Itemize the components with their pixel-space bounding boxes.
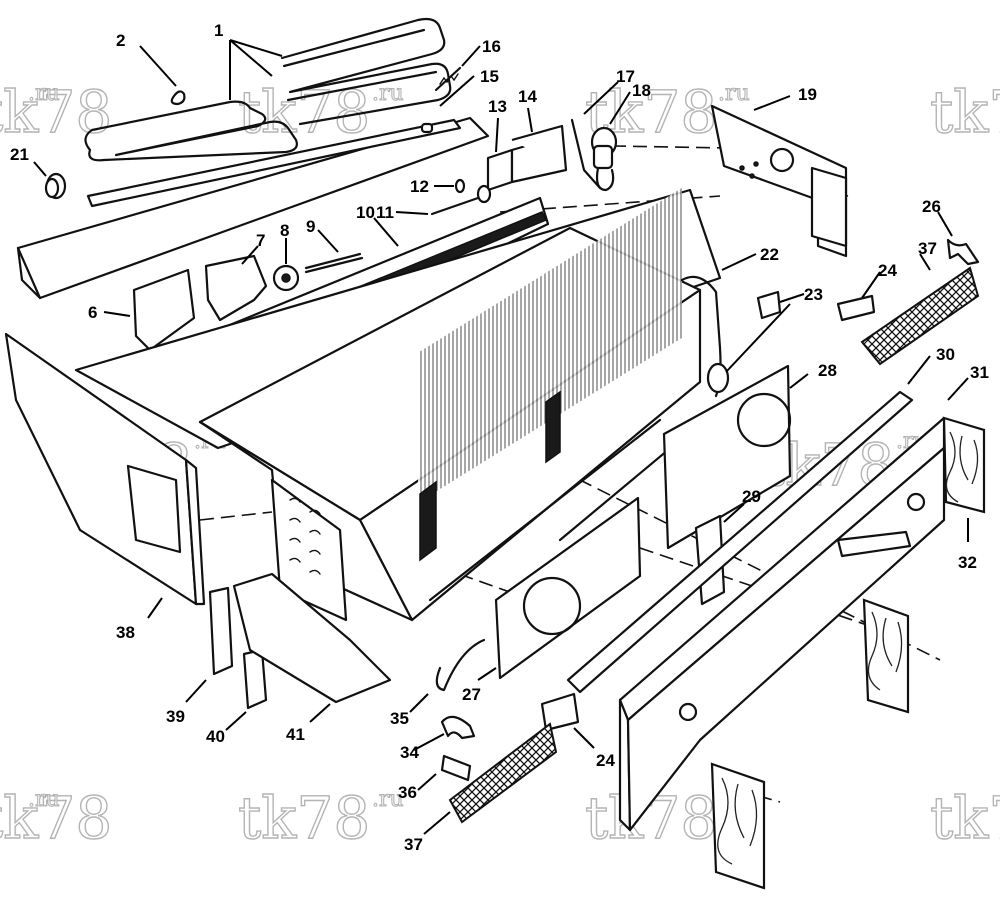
callout-6: 6 [88, 303, 97, 322]
callout-labels: 1 2 6 7 8 9 10 11 12 13 14 15 16 17 18 1… [10, 21, 989, 854]
drain-tube [435, 638, 486, 692]
wood-block-bottom [710, 762, 766, 890]
callout-24-upper: 24 [878, 261, 897, 280]
base-pan [232, 572, 392, 704]
callout-19: 19 [798, 85, 817, 104]
watermark: tk78 [929, 783, 1000, 852]
callout-12: 12 [410, 177, 429, 196]
callout-40: 40 [206, 727, 225, 746]
callout-15: 15 [480, 67, 499, 86]
svg-text:.ru: .ru [372, 81, 404, 106]
callout-28: 28 [818, 361, 837, 380]
small-bracket-23 [756, 290, 782, 320]
rod-and-washer [430, 178, 492, 216]
svg-text:.ru: .ru [28, 81, 60, 106]
callout-7: 7 [256, 231, 265, 250]
front-rail [16, 116, 490, 300]
svg-text:.ru: .ru [28, 787, 60, 812]
watermark: tk78.ru [237, 783, 404, 852]
callout-37-lower: 37 [404, 835, 423, 854]
right-side-panel [710, 104, 848, 258]
control-knob [44, 172, 67, 200]
watermark: tk78 [929, 77, 1000, 146]
wood-block-middle [862, 598, 910, 714]
angle-bracket [836, 530, 912, 558]
callout-2: 2 [116, 31, 125, 50]
callout-23: 23 [804, 285, 823, 304]
callout-27: 27 [462, 685, 481, 704]
callout-38: 38 [116, 623, 135, 642]
clamp-36 [440, 754, 472, 782]
svg-text:.ru: .ru [372, 787, 404, 812]
callout-41: 41 [286, 725, 305, 744]
callout-22: 22 [760, 245, 779, 264]
watermark: tk78.ru [0, 77, 113, 146]
callout-10: 10 [356, 203, 375, 222]
callout-24-lower: 24 [596, 751, 615, 770]
callout-9: 9 [306, 217, 315, 236]
callout-39: 39 [166, 707, 185, 726]
refrigerant-tubing [680, 275, 730, 398]
shaft [304, 252, 364, 274]
leader-lines [33, 39, 969, 835]
bearing [272, 264, 300, 292]
callout-14: 14 [518, 87, 537, 106]
callout-16: 16 [482, 37, 501, 56]
callout-8: 8 [280, 221, 289, 240]
thermostat-switch [570, 118, 618, 192]
svg-text:tk78: tk78 [0, 784, 112, 852]
callout-11: 11 [376, 203, 394, 222]
callout-29: 29 [742, 487, 761, 506]
callout-13: 13 [488, 97, 507, 116]
callout-35: 35 [390, 709, 409, 728]
callout-36: 36 [398, 783, 417, 802]
wood-blocks [710, 416, 986, 890]
callout-34: 34 [400, 743, 419, 762]
callout-17: 17 [616, 67, 635, 86]
bracket-39 [208, 586, 234, 676]
callout-18: 18 [632, 81, 651, 100]
callout-32: 32 [958, 553, 977, 572]
filter-mesh-lower [448, 722, 558, 824]
clamp-34 [440, 715, 476, 740]
callout-30: 30 [936, 345, 955, 364]
callout-37-upper: 37 [918, 239, 937, 258]
orifice-plate [494, 496, 642, 680]
heater-coil-assembly [84, 17, 452, 162]
clamp [946, 238, 980, 266]
svg-text:.ru: .ru [718, 81, 750, 106]
front-plate [662, 364, 792, 550]
mounting-bracket-7 [204, 254, 268, 322]
svg-text:tk78: tk78 [930, 78, 1000, 146]
svg-text:tk78: tk78 [238, 784, 370, 852]
filter-mesh-upper [860, 266, 980, 366]
coil-end [270, 478, 348, 622]
spring-and-pin [420, 66, 462, 134]
wood-block-32 [942, 416, 986, 514]
mounting-bracket-6 [132, 268, 196, 352]
callout-1: 1 [214, 21, 223, 40]
callout-21: 21 [10, 145, 29, 164]
callout-26: 26 [922, 197, 941, 216]
left-side-panel [4, 332, 206, 606]
svg-text:tk78: tk78 [930, 784, 1000, 852]
spring-clip [170, 90, 186, 106]
clip-24-upper [836, 294, 876, 322]
callout-31: 31 [970, 363, 989, 382]
watermark: tk78.ru [0, 783, 113, 852]
long-strip [566, 390, 914, 694]
svg-text:tk78: tk78 [0, 78, 112, 146]
brackets-13-14 [486, 124, 568, 192]
clip-24-lower [540, 692, 580, 732]
